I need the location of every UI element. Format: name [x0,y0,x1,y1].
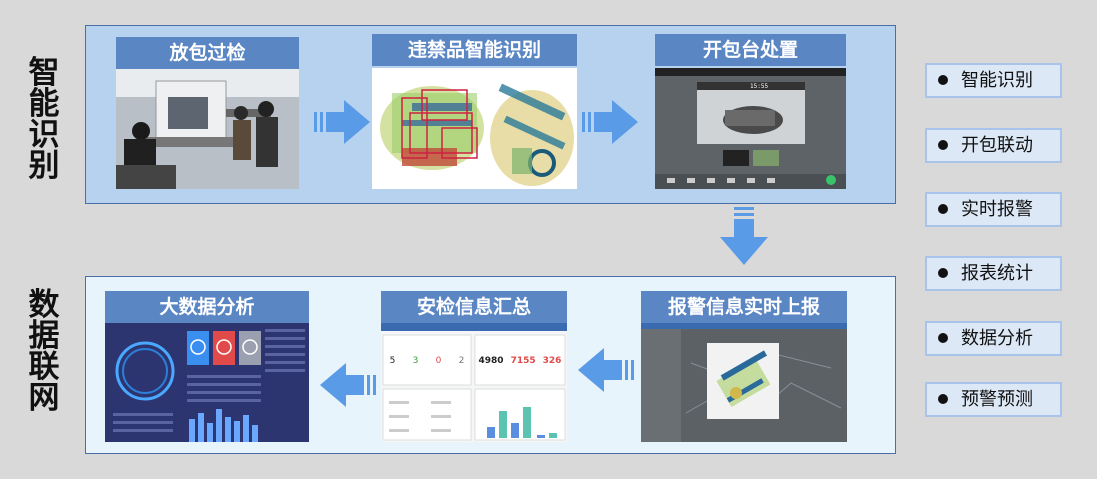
arrow-right-icon [314,100,370,144]
count-value: 5 [389,356,396,366]
feature-early-warning: 预警预测 [925,382,1062,417]
card-contraband-recognition: 违禁品智能识别 [372,34,577,189]
section-label-smart-recognition: 智能识别 [28,55,60,184]
feature-label: 数据分析 [961,328,1033,349]
arrow-left-icon [320,363,376,407]
card-realtime-alarm-report: 报警信息实时上报 [641,291,847,442]
bullet-icon [938,140,948,150]
xray-scan-image [372,68,577,189]
bullet-icon [938,204,948,214]
card-title: 安检信息汇总 [381,291,567,323]
feature-label: 预警预测 [961,389,1033,410]
bullet-icon [938,394,948,404]
screen-clock: 15:55 [750,83,769,90]
stat-value: 326 [542,356,562,366]
card-title: 报警信息实时上报 [641,291,847,323]
card-title: 开包台处置 [655,34,846,66]
summary-dashboard: 5 3 0 2 4980 7155 326 [381,323,567,442]
section-label-data-network: 数据联网 [28,287,60,416]
feature-report-statistics: 报表统计 [925,256,1062,291]
feature-label: 开包联动 [961,135,1033,156]
arrow-right-icon [582,100,638,144]
feature-smart-recognition: 智能识别 [925,63,1062,98]
xray-machine-photo [116,69,299,189]
feature-realtime-alarm: 实时报警 [925,192,1062,227]
arrow-left-icon [578,348,634,392]
bullet-icon [938,268,948,278]
count-value: 3 [412,356,419,366]
card-title: 大数据分析 [105,291,309,323]
stat-value: 4980 [478,356,504,366]
card-big-data-analysis: 大数据分析 [105,291,309,442]
card-title: 放包过检 [116,37,299,69]
feature-data-analysis: 数据分析 [925,321,1062,356]
feature-label: 智能识别 [961,70,1033,91]
count-value: 0 [435,356,442,366]
card-bag-screening: 放包过检 [116,37,299,189]
card-unpacking-station: 开包台处置 15:55 [655,34,846,189]
unpacking-screen: 15:55 [655,68,846,189]
bullet-icon [938,75,948,85]
feature-label: 报表统计 [961,263,1033,284]
card-title: 违禁品智能识别 [372,34,577,66]
arrow-down-icon [720,207,768,265]
alarm-map-screen [641,323,847,442]
stat-value: 7155 [510,356,536,366]
card-security-info-summary: 安检信息汇总 5 3 0 2 4980 [381,291,567,442]
feature-label: 实时报警 [961,199,1033,220]
count-value: 2 [458,356,465,366]
feature-unpack-linkage: 开包联动 [925,128,1062,163]
summary-stat-counts: 4980 7155 326 [475,356,565,366]
summary-top-counts: 5 3 0 2 [381,356,473,366]
analytics-dashboard [105,323,309,442]
bullet-icon [938,333,948,343]
